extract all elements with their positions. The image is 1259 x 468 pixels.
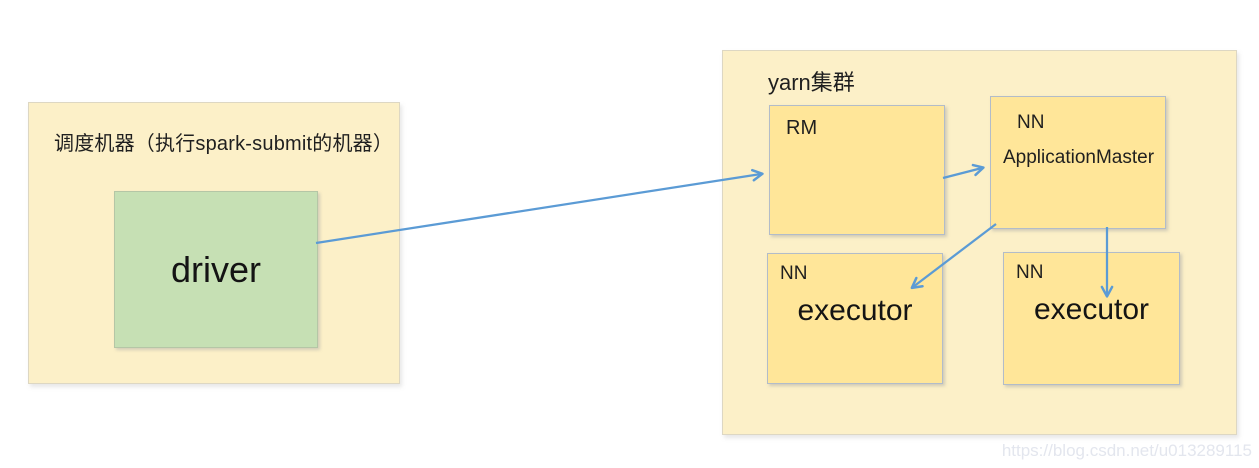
executor-right-node: NN executor	[1003, 252, 1180, 385]
executor-right-label: executor	[1033, 293, 1150, 326]
csdn-watermark: https://blog.csdn.net/u013289115	[1001, 441, 1252, 460]
resource-manager-node: RM	[769, 105, 945, 235]
executor-left-nn-label: NN	[780, 263, 808, 284]
application-master-nn-label: NN	[1017, 112, 1045, 133]
scheduler-machine-box: 调度机器（执行spark-submit的机器） driver	[28, 102, 400, 384]
executor-left-label: executor	[797, 294, 913, 327]
application-master-node: NN ApplicationMaster	[990, 96, 1166, 229]
yarn-cluster-title: yarn集群	[768, 70, 855, 95]
driver-label: driver	[170, 248, 262, 290]
yarn-cluster-box: yarn集群 RM NN ApplicationMaster NN execut…	[722, 50, 1237, 435]
driver-node: driver	[114, 191, 318, 348]
resource-manager-label: RM	[786, 117, 818, 139]
scheduler-machine-title: 调度机器（执行spark-submit的机器）	[54, 133, 394, 155]
executor-right-nn-label: NN	[1016, 262, 1044, 283]
application-master-label: ApplicationMaster	[1003, 147, 1155, 168]
executor-left-node: NN executor	[767, 253, 943, 384]
